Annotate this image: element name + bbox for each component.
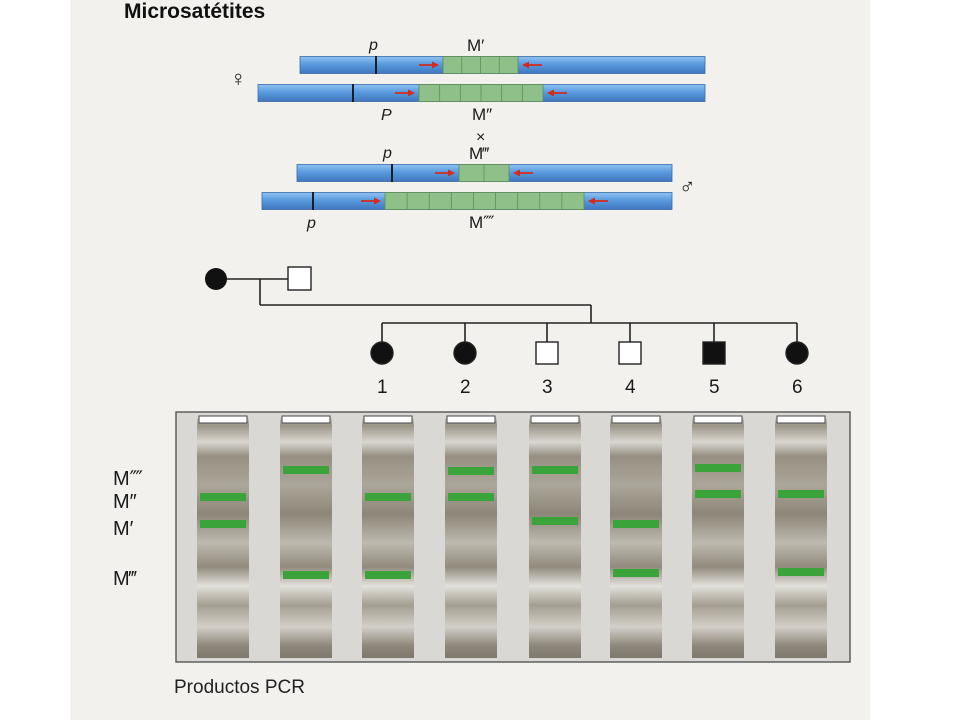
child-number: 5 [709, 377, 720, 398]
cross-symbol: × [476, 129, 485, 146]
pcr-band [283, 466, 329, 474]
marker-label: p [382, 145, 392, 162]
pcr-band [778, 568, 824, 576]
child-female-symbol [453, 341, 477, 365]
lane-smear [280, 418, 332, 658]
gel-lane [529, 415, 581, 658]
reverse-primer-arrowhead [588, 197, 595, 205]
gel-allele-label: M‴ [113, 568, 138, 590]
allele-label: M″ [472, 105, 492, 124]
chromosome-strand: p M‴ [296, 144, 673, 182]
gel-lane [445, 415, 497, 658]
lane-smear [362, 418, 414, 658]
loading-well [446, 415, 496, 424]
gel-allele-label: M⁗ [113, 468, 143, 490]
marker-label: p [306, 215, 316, 232]
loading-well [611, 415, 661, 424]
pcr-band [200, 493, 246, 501]
gel-lane [775, 415, 827, 658]
lane-smear [529, 418, 581, 658]
chromosome-strand: p M′ [299, 36, 706, 74]
mother-symbol [205, 268, 227, 290]
forward-primer-arrowhead [448, 169, 455, 177]
child-number: 2 [460, 377, 471, 398]
gel-lane [610, 415, 662, 658]
allele-label: M⁗ [469, 213, 494, 232]
gel-allele-label: M″ [113, 491, 137, 513]
pcr-band [695, 464, 741, 472]
pcr-gel: M⁗M″ M′ M‴ [113, 411, 851, 663]
loading-well [281, 415, 331, 424]
chromosome-strand: P M″ [257, 84, 706, 124]
child-number: 3 [542, 377, 553, 398]
pcr-band [365, 571, 411, 579]
forward-primer-arrowhead [432, 61, 439, 69]
child-male-symbol [618, 341, 642, 365]
father-symbol [287, 266, 312, 291]
marker-label: p [368, 37, 378, 54]
gel-allele-label: M′ [113, 518, 134, 540]
gel-caption: Productos PCR [174, 677, 305, 698]
child-number: 6 [792, 377, 803, 398]
figure-title: Microsatétites [124, 0, 266, 23]
pedigree-chart: 1 2 3 4 5 6 [205, 266, 809, 398]
pcr-band [448, 467, 494, 475]
gel-lane [197, 415, 249, 658]
marker-label: P [381, 107, 392, 124]
pcr-band [532, 466, 578, 474]
lane-smear [775, 418, 827, 658]
pcr-band [613, 569, 659, 577]
lane-smear [445, 418, 497, 658]
loading-well [363, 415, 413, 424]
pcr-band [448, 493, 494, 501]
allele-label: M′ [467, 36, 484, 55]
lane-smear [197, 418, 249, 658]
lane-smear [610, 418, 662, 658]
reverse-primer-arrowhead [547, 89, 554, 97]
reverse-primer-arrowhead [513, 169, 520, 177]
child-male-symbol [702, 341, 726, 365]
gel-lane [692, 415, 744, 658]
pcr-band [695, 490, 741, 498]
male-symbol: ♂ [679, 174, 696, 199]
lane-smear [692, 418, 744, 658]
child-female-symbol [785, 341, 809, 365]
gel-lane [280, 415, 332, 658]
loading-well [530, 415, 580, 424]
pcr-band [365, 493, 411, 501]
gel-lane [362, 415, 414, 658]
gel-frame [175, 411, 851, 663]
child-number: 1 [377, 377, 388, 398]
child-female-symbol [370, 341, 394, 365]
pcr-band [283, 571, 329, 579]
reverse-primer-arrowhead [522, 61, 529, 69]
loading-well [693, 415, 743, 424]
pcr-band [200, 520, 246, 528]
pcr-band [613, 520, 659, 528]
repeat-region [384, 192, 585, 210]
loading-well [198, 415, 248, 424]
chromosome-strand: p M⁗ [261, 192, 673, 232]
forward-primer-arrowhead [408, 89, 415, 97]
pcr-band [778, 490, 824, 498]
child-male-symbol [535, 341, 559, 365]
loading-well [776, 415, 826, 424]
pcr-band [532, 517, 578, 525]
child-number: 4 [625, 377, 636, 398]
forward-primer-arrowhead [374, 197, 381, 205]
allele-label: M‴ [469, 144, 489, 163]
female-symbol: ♀ [230, 66, 247, 91]
